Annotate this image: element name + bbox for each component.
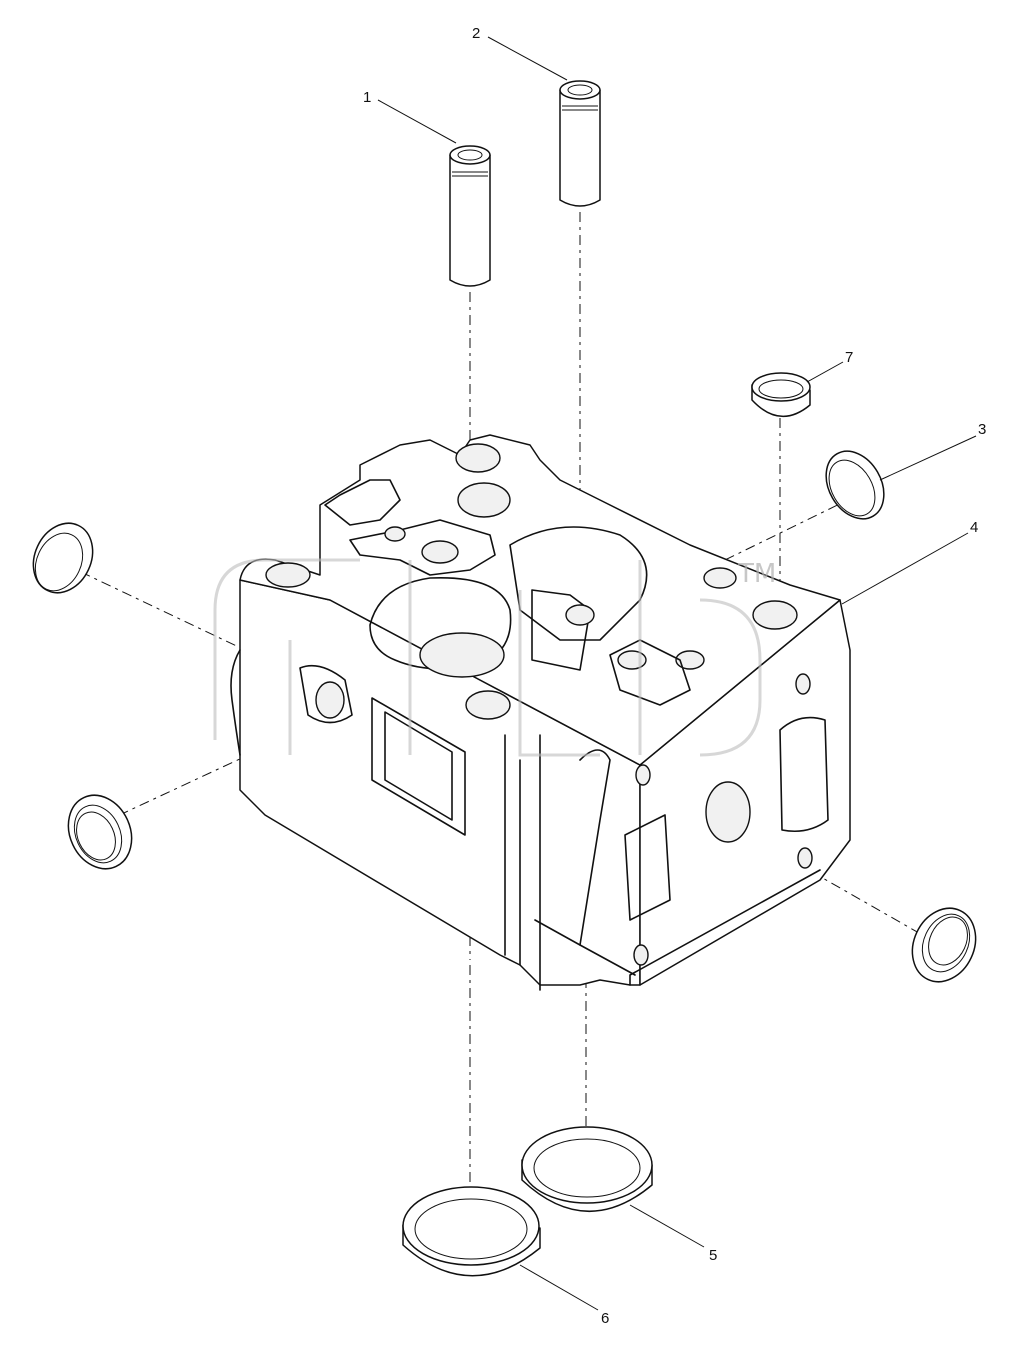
valve-seat-part-6 (402, 1186, 541, 1277)
leader-lines (377, 36, 977, 1311)
cup-plug-left-bottom (67, 794, 133, 870)
watermark-tm: TM (737, 559, 776, 589)
valve-seat-part-5 (521, 1126, 653, 1213)
plug-part-7 (751, 372, 811, 418)
watermark-logo: TM (213, 558, 776, 757)
callout-4: 4 (970, 519, 978, 536)
callout-6: 6 (601, 1310, 609, 1327)
cylinder-head-part-4 (230, 434, 851, 991)
cup-plug-right-bottom (911, 907, 977, 983)
expansion-plug-left-top (32, 522, 94, 594)
callout-1: 1 (363, 89, 371, 106)
valve-guide-part-1 (449, 145, 491, 287)
callout-3: 3 (978, 421, 986, 438)
valve-guide-part-2 (559, 80, 601, 207)
callout-7: 7 (845, 349, 853, 366)
expansion-plug-part-3 (825, 450, 885, 520)
callout-2: 2 (472, 25, 480, 42)
callout-labels: 1 2 3 4 5 6 7 (363, 25, 986, 1327)
callout-5: 5 (709, 1247, 717, 1264)
